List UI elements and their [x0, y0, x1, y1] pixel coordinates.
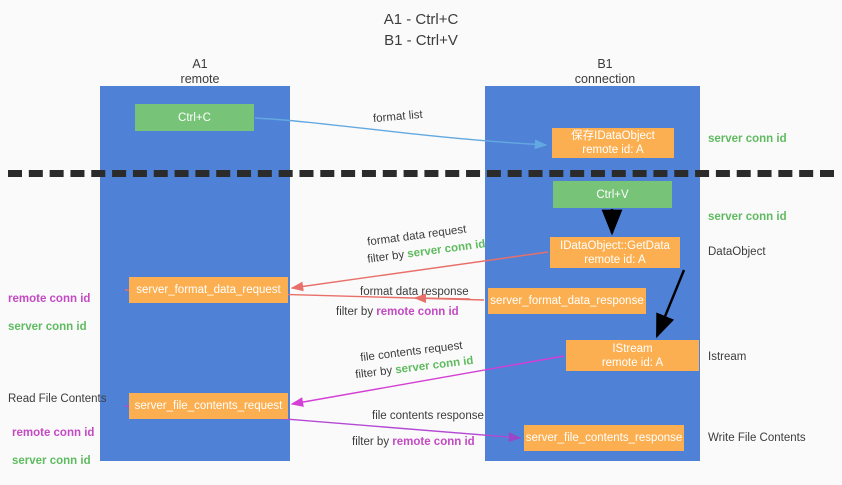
label-dataobject: DataObject: [708, 246, 766, 258]
filter-remote-conn-id-2: remote conn id: [392, 436, 475, 448]
arrow-file-contents-request: [290, 355, 565, 407]
box-server-format-data-request[interactable]: server_format_data_request: [129, 277, 288, 303]
lane-b-header: B1 connection: [574, 57, 636, 86]
arrow-format-data-request: [290, 251, 549, 292]
page-title: A1 - Ctrl+C B1 - Ctrl+V: [383, 11, 459, 49]
label-server-conn-id-second: server conn id: [708, 211, 787, 223]
box-ctrl-v[interactable]: Ctrl+V: [553, 181, 672, 208]
edge-label-file-contents-response-filter: filter by remote conn id: [352, 435, 475, 450]
lane-a-header: A1 remote: [180, 57, 220, 86]
label-left-conn-ids-upper: remote conn id server conn id: [8, 278, 90, 334]
arrow-format-data-response: [413, 293, 471, 304]
arrow-format-list: [254, 117, 548, 150]
box-istream[interactable]: IStream remote id: A: [566, 340, 699, 371]
filter-by-text-2: filter by: [336, 306, 377, 318]
label-left-conn-ids-lower: remote conn id server conn id: [12, 412, 94, 468]
filter-by-text-3: filter by: [354, 364, 397, 382]
box-server-file-contents-request[interactable]: server_file_contents_request: [129, 393, 288, 419]
label-write-file-contents: Write File Contents: [708, 432, 806, 444]
label-istream: Istream: [708, 351, 747, 363]
label-remote-conn-id-lower: remote conn id: [12, 427, 95, 439]
filter-by-text-1: filter by: [366, 248, 409, 266]
edge-label-file-contents-response: file contents response: [372, 410, 484, 422]
label-server-conn-id-top: server conn id: [708, 133, 787, 145]
edge-label-format-data-response: format data response: [360, 286, 469, 298]
label-read-file-contents: Read File Contents: [8, 393, 107, 405]
arrow-getdata-to-istream: [655, 269, 686, 339]
edge-label-format-data-response-filter: filter by remote conn id: [336, 305, 459, 320]
label-server-conn-id-lower: server conn id: [12, 455, 91, 467]
box-server-file-contents-response[interactable]: server_file_contents_response: [524, 425, 684, 451]
label-remote-conn-id-upper: remote conn id: [8, 293, 91, 305]
label-server-conn-id-upper: server conn id: [8, 321, 87, 333]
filter-remote-conn-id-1: remote conn id: [376, 306, 459, 318]
box-server-format-data-response[interactable]: server_format_data_response: [488, 288, 646, 314]
box-ctrl-c[interactable]: Ctrl+C: [135, 104, 254, 131]
divider-dashed-line: [8, 170, 834, 177]
box-save-idataobject[interactable]: 保存IDataObject remote id: A: [552, 128, 674, 158]
box-idataobject-getdata[interactable]: IDataObject::GetData remote id: A: [550, 237, 680, 268]
filter-by-text-4: filter by: [352, 436, 393, 448]
